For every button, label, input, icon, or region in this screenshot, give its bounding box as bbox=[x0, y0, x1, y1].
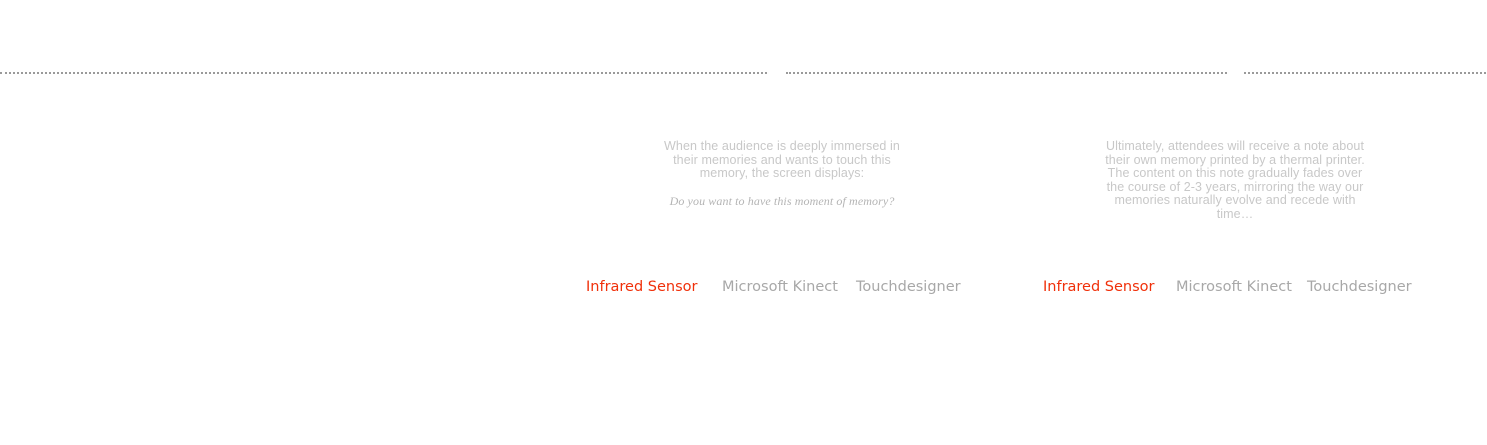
section-one-tag-touchdesigner[interactable]: Touchdesigner bbox=[856, 279, 961, 295]
section-one-description: When the audience is deeply immersed in … bbox=[664, 139, 900, 180]
section-two-tag-touchdesigner[interactable]: Touchdesigner bbox=[1307, 279, 1412, 295]
section-one-quote: Do you want to have this moment of memor… bbox=[669, 193, 895, 208]
section-two-description: Ultimately, attendees will receive a not… bbox=[1105, 139, 1365, 221]
section-one-tag-microsoft-kinect[interactable]: Microsoft Kinect bbox=[722, 279, 838, 295]
section-two-description-block: Ultimately, attendees will receive a not… bbox=[1104, 139, 1366, 221]
timeline-divider-right bbox=[1244, 72, 1486, 74]
section-two-tag-infrared-sensor[interactable]: Infrared Sensor bbox=[1043, 279, 1155, 295]
section-one-tag-infrared-sensor[interactable]: Infrared Sensor bbox=[586, 279, 698, 295]
section-one-description-block: When the audience is deeply immersed in … bbox=[652, 139, 912, 208]
section-two-tag-microsoft-kinect[interactable]: Microsoft Kinect bbox=[1176, 279, 1292, 295]
timeline-divider-left bbox=[0, 72, 767, 74]
timeline-divider-middle bbox=[786, 72, 1227, 74]
